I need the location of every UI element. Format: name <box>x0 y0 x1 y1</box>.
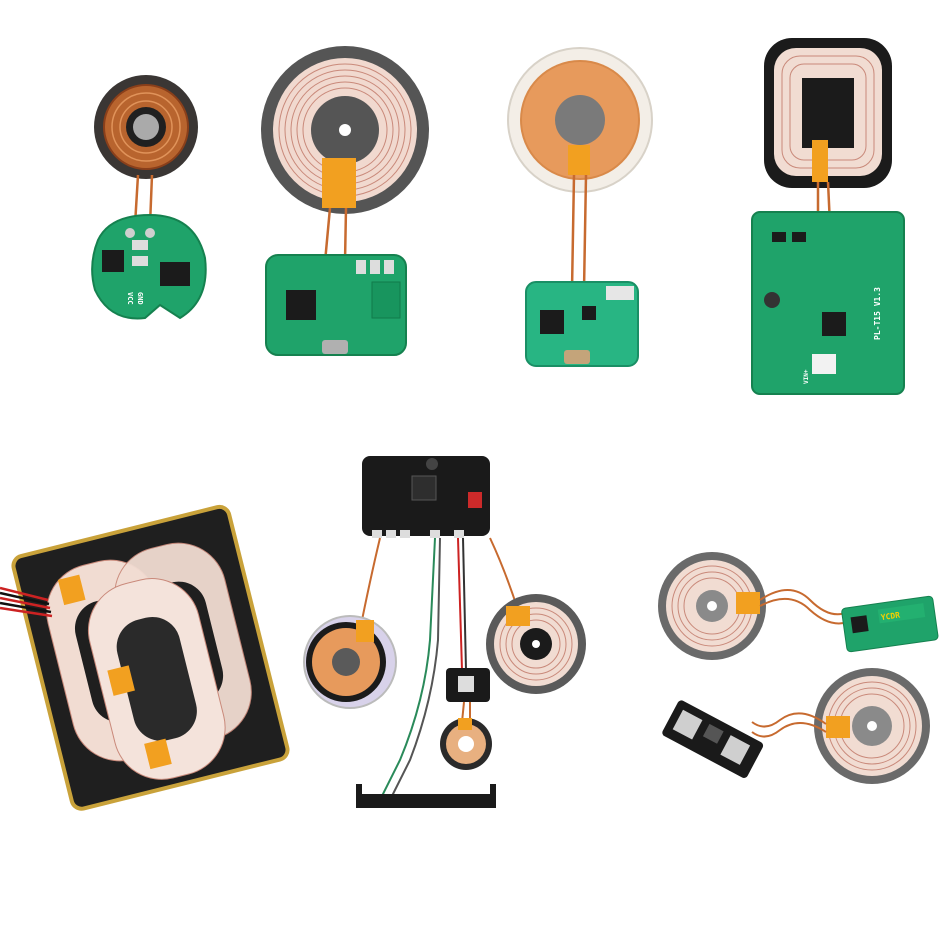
coil-wires <box>323 207 348 263</box>
ic-chip <box>102 250 124 272</box>
module-triple-coil-board <box>11 504 290 811</box>
led-wires <box>379 537 436 801</box>
kapton-tape <box>506 606 530 626</box>
usb-c-port <box>564 350 590 364</box>
kapton-tape <box>736 592 760 614</box>
module-dual-coil-receivers: YCDR <box>658 552 939 784</box>
kapton-tape <box>322 158 356 208</box>
gnd-silkscreen: GND <box>136 292 144 305</box>
coil-center-ferrite <box>802 78 854 148</box>
coil-wires <box>570 174 588 291</box>
ic-chip <box>411 475 437 501</box>
vin-plus-label: VIN+ <box>803 369 810 384</box>
kapton-tape <box>107 665 135 696</box>
usb-c-port <box>322 340 348 354</box>
coil-center-magnet <box>133 114 159 140</box>
ic-chip <box>540 310 564 334</box>
module-black-multi-coil <box>303 456 586 808</box>
ic-chip <box>160 262 190 286</box>
power-wires <box>0 586 53 618</box>
vcc-silkscreen: VCC <box>126 292 134 305</box>
kapton-tape <box>812 140 828 182</box>
led-strip-board <box>356 794 496 808</box>
green-pcb-board <box>525 281 639 367</box>
ic-chip <box>822 312 846 336</box>
kapton-tape <box>57 574 86 606</box>
module-orange-coil <box>507 47 653 367</box>
kapton-tape <box>568 145 590 175</box>
connector <box>812 354 836 374</box>
coil-center-ferrite <box>555 95 605 145</box>
board-version-label: PL-T15 V1.3 <box>873 287 882 340</box>
round-pcb-board <box>91 213 207 320</box>
kapton-tape <box>356 620 374 642</box>
red-component <box>468 492 482 508</box>
board-brand-label: YCDR <box>880 611 901 623</box>
large-green-pcb-board <box>751 211 905 395</box>
module-rect-coil: PL-T15 V1.3 VIN+ <box>751 38 905 395</box>
kapton-tape <box>144 738 172 770</box>
module-large-round-coil <box>261 46 429 356</box>
green-pcb-board <box>265 254 407 356</box>
module-round-coil-small: GND VCC <box>91 75 207 320</box>
kapton-tape <box>826 716 850 738</box>
coil-winding-middle <box>87 578 226 780</box>
ic-chip <box>286 290 316 320</box>
